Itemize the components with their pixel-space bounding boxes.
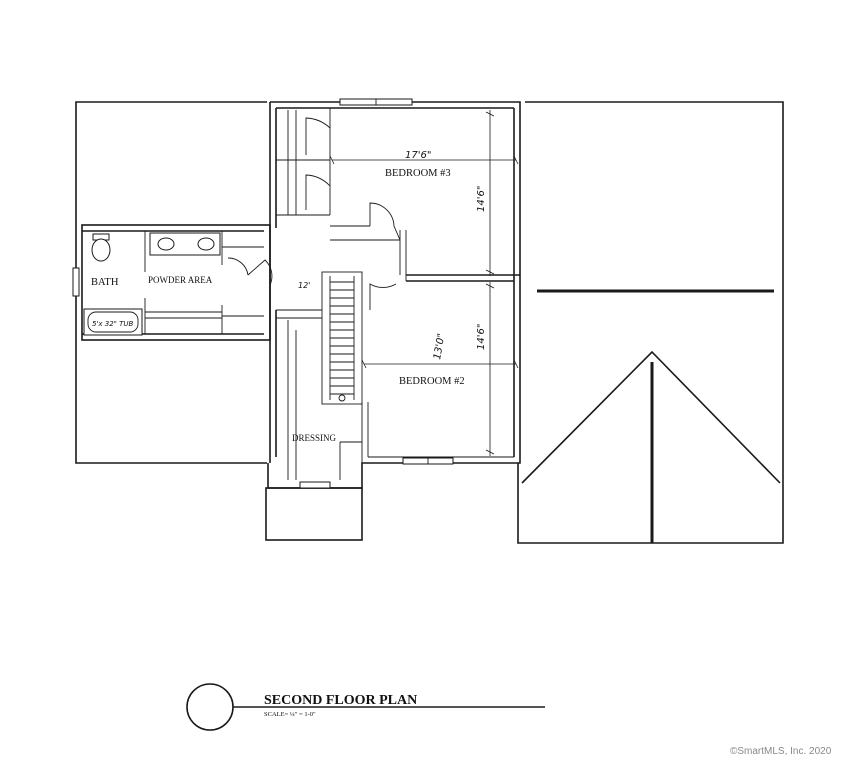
plan-title: SECOND FLOOR PLAN: [264, 693, 417, 708]
bedroom3-depth-dim: 14'6": [476, 186, 487, 212]
bath-area: [81, 224, 271, 341]
windows: [72, 98, 454, 489]
bedroom3-label: BEDROOM #3: [385, 168, 451, 179]
bedroom2-width-dim: 13'0": [432, 333, 447, 361]
doors: [247, 117, 401, 310]
staircase: [321, 271, 363, 405]
title-block: SECOND FLOOR PLAN SCALE= ¼" = 1-0": [186, 683, 545, 731]
bedroom3-width-dim: 17'6": [405, 150, 431, 161]
plan-scale: SCALE= ¼" = 1-0": [264, 711, 316, 718]
hall-dim: 12': [298, 281, 310, 290]
tub-label: 5'x 32" TUB: [92, 320, 133, 328]
copyright-notice: ©SmartMLS, Inc. 2020: [730, 746, 832, 757]
bedroom2-label: BEDROOM #2: [399, 376, 465, 387]
main-walls: [267, 101, 521, 489]
right-roof: [517, 101, 784, 544]
dressing-label: DRESSING: [292, 433, 337, 443]
bedroom2-depth-dim: 14'6": [476, 324, 487, 350]
dimension-lines: [329, 110, 519, 456]
bath-label: BATH: [91, 277, 119, 288]
balcony: [265, 487, 363, 541]
powder-area-label: POWDER AREA: [148, 275, 213, 285]
